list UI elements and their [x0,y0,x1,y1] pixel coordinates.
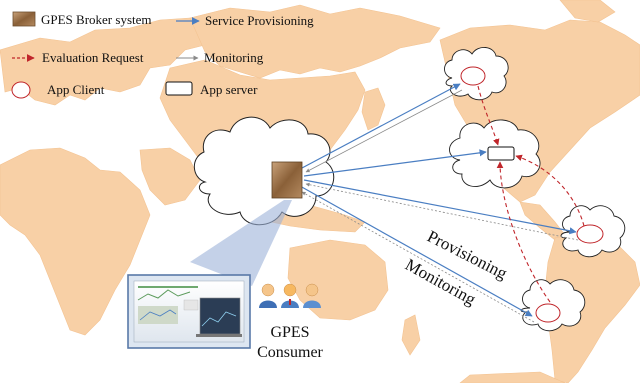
monitoring-arrows [301,89,579,323]
provisioning-arrows [299,83,577,317]
app-server-legend-icon [165,81,193,96]
consumer-projection [190,200,292,286]
evaluation-arrows [477,85,585,303]
app-client-legend-icon [11,81,31,99]
consumer-user-icons [259,283,321,308]
legend-broker-label: GPES Broker system [41,12,152,27]
consumer-label-line2: Consumer [257,344,323,361]
app-server [487,146,515,161]
app-client-southeast [535,303,561,323]
app-client-east [576,224,604,244]
broker-legend-icon [12,11,36,27]
legend-provisioning-label: Service Provisioning [205,13,314,28]
legend: GPES Broker system Service Provisioning … [11,11,314,99]
consumer-dashboard[interactable] [127,274,251,349]
legend-app-client-label: App Client [47,82,105,97]
legend-monitoring-label: Monitoring [204,50,264,65]
legend-app-server-label: App server [200,82,258,97]
consumer-label-line1: GPES [270,324,309,341]
gpes-broker-node[interactable] [271,161,303,199]
user-icon [281,283,299,308]
legend-evaluation-label: Evaluation Request [42,50,144,65]
user-icon [259,283,277,308]
app-client-northeast [460,66,486,86]
user-icon [303,283,321,308]
